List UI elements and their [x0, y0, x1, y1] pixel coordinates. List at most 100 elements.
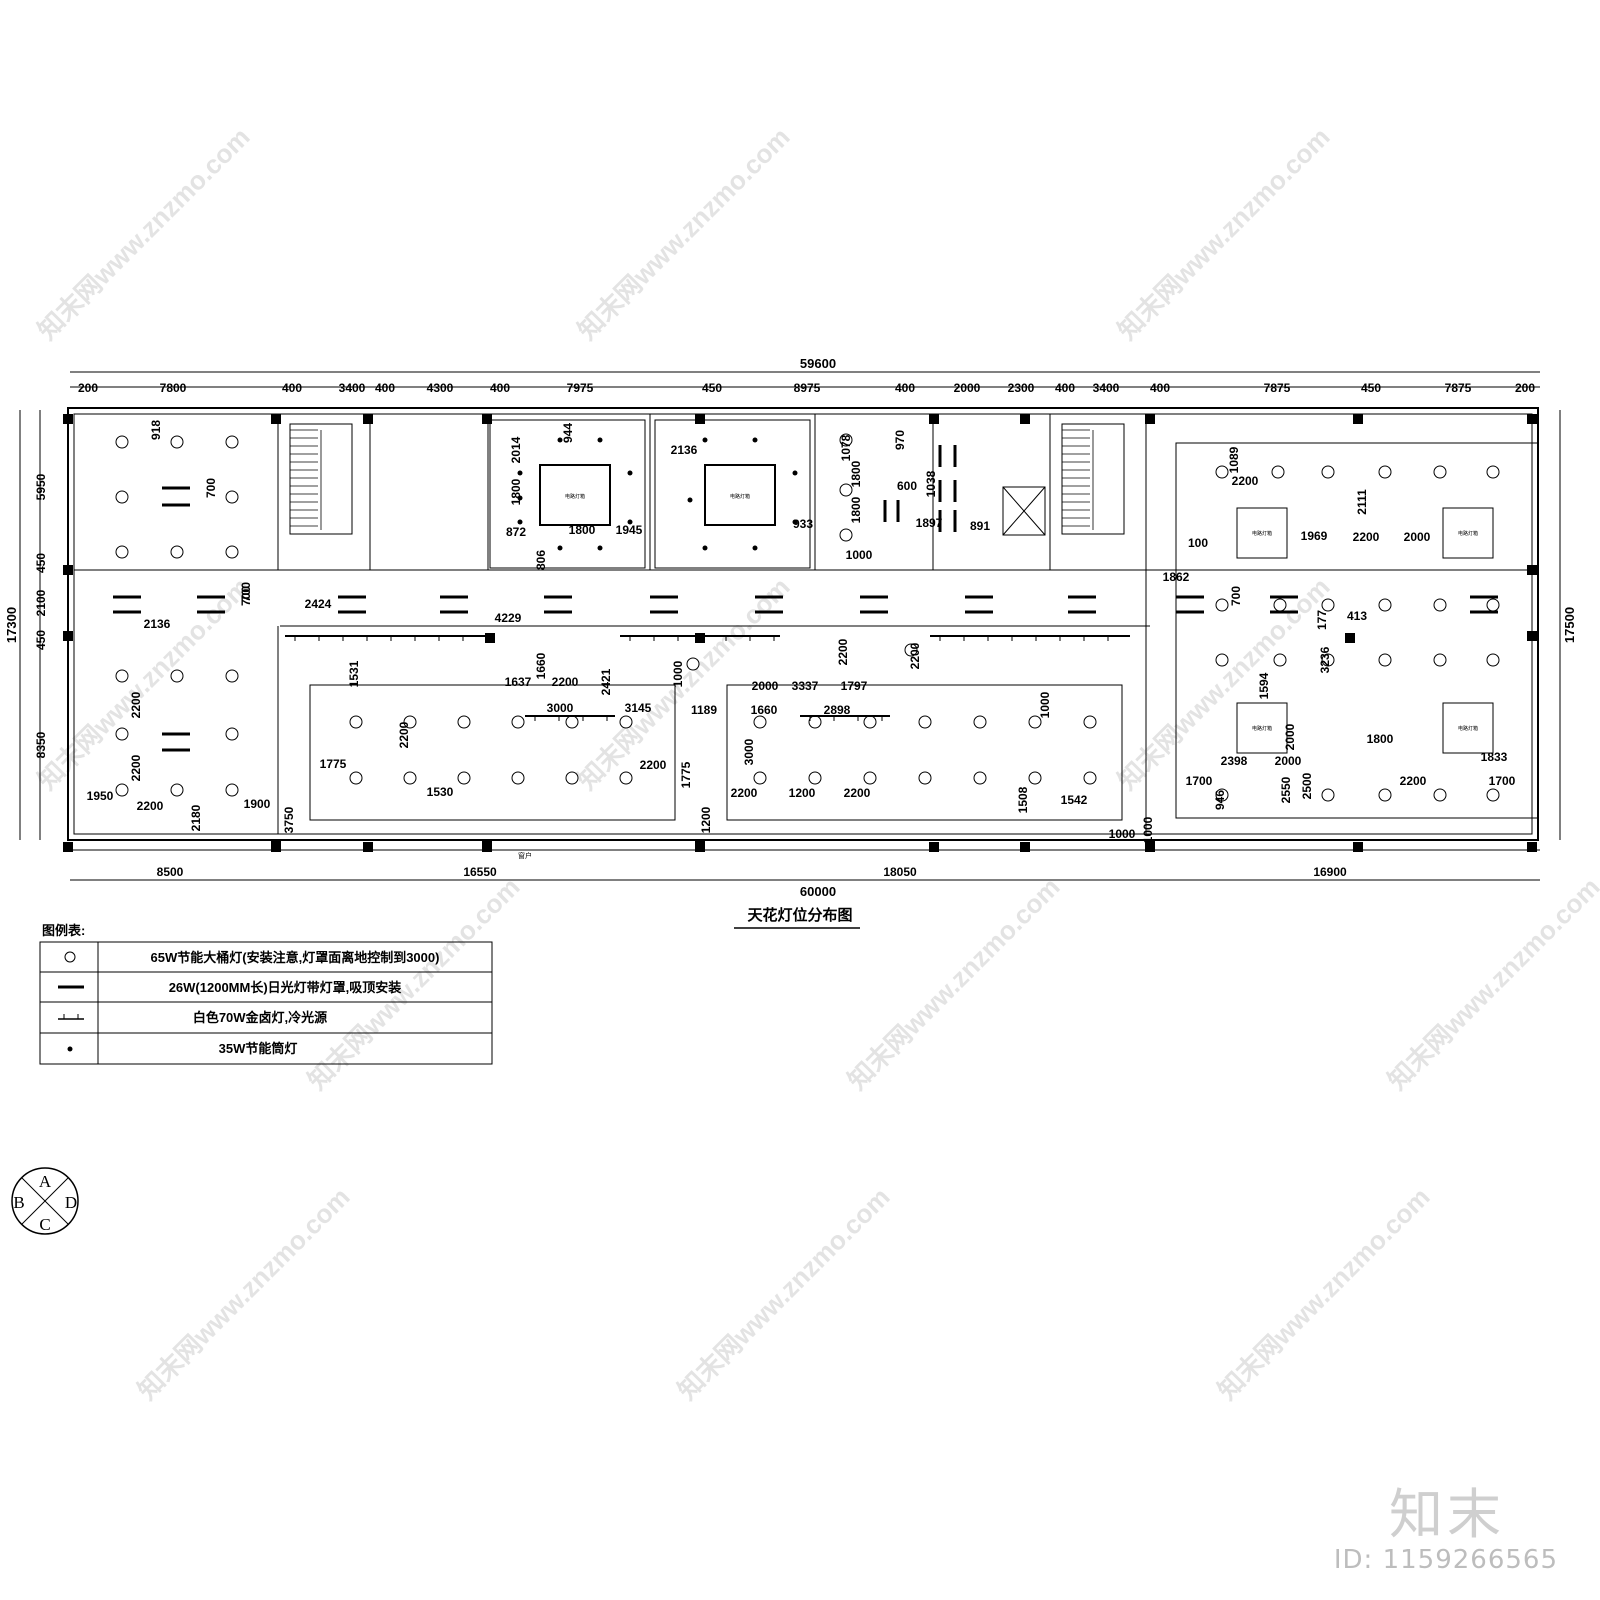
top-dimension: 7800: [160, 381, 187, 395]
room-box-label: 电路灯箱: [1252, 725, 1272, 732]
can-light: [403, 771, 417, 785]
can-light: [457, 771, 471, 785]
downlight: [792, 519, 798, 525]
halogen-strip: [800, 715, 890, 721]
inner-dimension: 2200: [129, 754, 143, 781]
inner-dimension: 1800: [849, 496, 863, 523]
bottom-dimension: 16900: [1313, 865, 1347, 879]
can-light: [973, 771, 987, 785]
can-light: [1271, 465, 1285, 479]
inner-dimension: 1542: [1061, 793, 1088, 807]
left-dimension: 5950: [34, 473, 48, 500]
can-light: [1433, 598, 1447, 612]
room-box-label: 电路灯箱: [1252, 530, 1272, 537]
legend-item-2: 26W(1200MM长)日光灯带灯罩,吸顶安装: [169, 980, 402, 995]
room-box-label: 电路灯箱: [565, 493, 585, 500]
room-box-labels: 电路灯箱 电路灯箱 电路灯箱 电路灯箱 电路灯箱 电路灯箱 窗户: [518, 493, 1478, 860]
inner-dimension: 1800: [569, 523, 596, 537]
can-light: [349, 715, 363, 729]
can-light: [115, 545, 129, 559]
left-dimension: 450: [34, 630, 48, 650]
inner-dimension: 1000: [1038, 691, 1052, 718]
downlight: [792, 470, 798, 476]
can-light: [1433, 788, 1447, 802]
left-dimension: 450: [34, 553, 48, 573]
inner-dimension: 1660: [751, 703, 778, 717]
inner-dimension: 700: [204, 478, 218, 498]
can-light: [904, 643, 918, 657]
top-dimension: 3400: [339, 381, 366, 395]
inner-dimension: 1089: [1227, 446, 1241, 473]
downlight: [702, 437, 708, 443]
inner-dimension: 1833: [1481, 750, 1508, 764]
brand-logo: 知末: [1389, 1483, 1505, 1546]
drawing-title-group: 天花灯位分布图: [734, 906, 860, 929]
downlight: [702, 545, 708, 551]
can-light: [863, 715, 877, 729]
bottom-dimension: 18050: [883, 865, 917, 879]
dot-icon: [67, 1046, 73, 1052]
watermark-text: 知末网www.znzmo.com: [1382, 872, 1600, 1096]
inner-dimension: 700: [239, 586, 253, 606]
legend-item-4: 35W节能筒灯: [219, 1041, 298, 1056]
watermark-text: 知末网www.znzmo.com: [842, 872, 1066, 1096]
inner-dimension: 413: [1347, 609, 1367, 623]
left-dimension: 8350: [34, 731, 48, 758]
inner-dimension: 1000: [846, 548, 873, 562]
halogen-strip: [930, 635, 1130, 641]
can-light: [808, 771, 822, 785]
downlight: [752, 545, 758, 551]
inner-dimension: 946: [1213, 790, 1227, 810]
building-outline: [67, 407, 1539, 841]
can-light: [619, 715, 633, 729]
inner-dimension: 2136: [671, 443, 698, 457]
can-light: [753, 715, 767, 729]
inner-dimension: 1000: [671, 660, 685, 687]
inner-dimension: 2014: [509, 436, 523, 463]
inner-dimension: 2898: [824, 703, 851, 717]
inner-dimension: 2000: [752, 679, 779, 693]
can-light: [115, 490, 129, 504]
inner-dimension: 1945: [616, 523, 643, 537]
inner-dimension: 3750: [282, 806, 296, 833]
inner-dimension: 1775: [679, 761, 693, 788]
inner-dimension: 2424: [305, 597, 332, 611]
inner-dimension: 2200: [137, 799, 164, 813]
can-light: [115, 783, 129, 797]
inner-dimension: 1200: [699, 806, 713, 833]
can-light: [808, 715, 822, 729]
inner-dimension: 4229: [495, 611, 522, 625]
can-light: [225, 783, 239, 797]
can-light: [1215, 653, 1229, 667]
can-light: [1321, 788, 1335, 802]
can-light: [349, 771, 363, 785]
can-light: [1378, 788, 1392, 802]
can-light: [1083, 771, 1097, 785]
inner-dimension: 1637: [505, 675, 532, 689]
inner-dimension: 2550: [1279, 776, 1293, 803]
inner-dimension: 2200: [1232, 474, 1259, 488]
inner-dimension: 1800: [509, 478, 523, 505]
can-light: [839, 483, 853, 497]
inner-dimension: 2200: [397, 721, 411, 748]
top-dimension: 200: [1515, 381, 1535, 395]
can-light: [1378, 598, 1392, 612]
watermark-text: 知末网www.znzmo.com: [672, 1182, 896, 1406]
inner-dimension: 944: [561, 423, 575, 443]
top-dimension: 400: [282, 381, 302, 395]
inner-dimension: 970: [893, 430, 907, 450]
top-dimension: 7875: [1445, 381, 1472, 395]
top-dimension: 2000: [954, 381, 981, 395]
inner-dimension: 1700: [1186, 774, 1213, 788]
can-light: [1486, 653, 1500, 667]
inner-dimension: 933: [793, 517, 813, 531]
can-light: [839, 528, 853, 542]
legend-item-3: 白色70W金卤灯,冷光源: [193, 1010, 327, 1025]
inner-dimension: 177: [1315, 610, 1329, 630]
inner-dimension: 1797: [841, 679, 868, 693]
room-box-label: 电路灯箱: [1458, 530, 1478, 537]
can-light: [753, 771, 767, 785]
watermark-text: 知末网www.znzmo.com: [572, 122, 796, 346]
inner-dimension: 2200: [1400, 774, 1427, 788]
